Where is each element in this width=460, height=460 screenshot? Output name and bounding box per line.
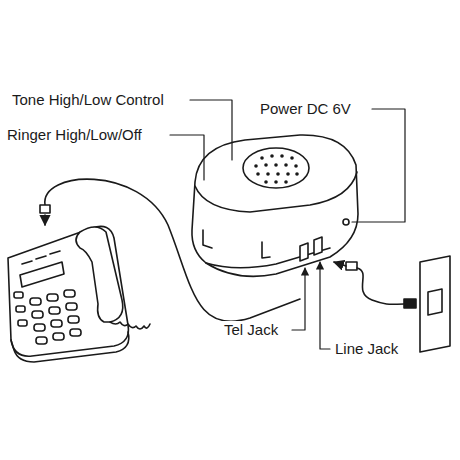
coiled-cord xyxy=(110,322,150,329)
wall-plate xyxy=(420,256,450,352)
wall-plug xyxy=(404,299,416,308)
line-jack-port xyxy=(314,237,322,255)
leader-line xyxy=(320,262,330,349)
wall-socket xyxy=(428,289,442,315)
telephone-base xyxy=(8,226,128,356)
amplifier-top-edge xyxy=(195,172,357,212)
phone-buttons-top xyxy=(22,251,60,264)
phone-display xyxy=(20,262,64,287)
leader-line xyxy=(170,135,204,180)
leader-line xyxy=(292,268,305,330)
line-plug xyxy=(346,262,357,270)
leader-line xyxy=(190,100,232,160)
telephone-handset xyxy=(76,227,123,322)
line-plug-arrow xyxy=(334,262,346,266)
speaker-grille xyxy=(243,148,309,188)
amplifier-body xyxy=(192,135,358,276)
phone-keypad xyxy=(14,290,81,344)
front-switch xyxy=(203,230,270,258)
callout-label: Tel Jack xyxy=(222,321,280,339)
line-cord xyxy=(357,268,404,304)
callout-label: Line Jack xyxy=(333,340,400,358)
telephone-side xyxy=(11,332,129,362)
callout-label: Ringer High/Low/Off xyxy=(5,126,144,144)
speaker-holes xyxy=(254,154,299,184)
power-port xyxy=(343,219,349,225)
callout-label: Tone High/Low Control xyxy=(10,91,166,109)
leader-line xyxy=(352,109,405,222)
plug-arrow xyxy=(44,215,46,225)
phone-plug xyxy=(40,205,50,213)
tel-jack-port xyxy=(300,243,308,261)
callout-label: Power DC 6V xyxy=(258,100,353,118)
